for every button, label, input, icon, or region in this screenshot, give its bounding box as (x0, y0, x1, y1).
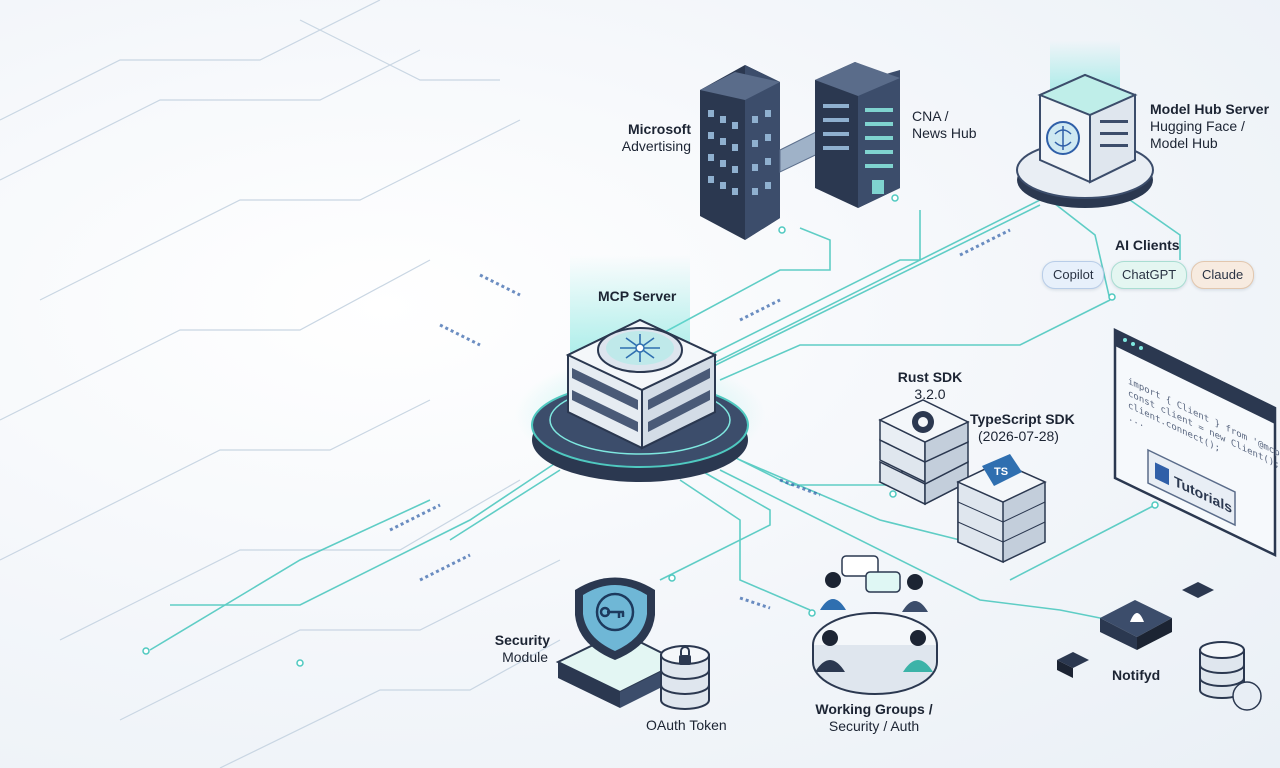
oauth-token-database-icon (660, 645, 710, 710)
working-groups-subtitle: Security / Auth (828, 718, 920, 734)
model-hub-server-icon (1016, 40, 1154, 208)
ts-badge-text: TS (994, 466, 1008, 478)
news-hub-label: News Hub (912, 125, 977, 141)
claude-client-pill[interactable]: Claude (1191, 261, 1255, 289)
chatgpt-client-pill[interactable]: ChatGPT (1111, 261, 1188, 289)
oauth-token-label: OAuth Token (646, 717, 727, 733)
code-browser-window: import { Client } from '@mcp/sdk'; const… (1113, 328, 1280, 557)
connection-lines (149, 189, 1181, 651)
person-icon (815, 572, 933, 672)
typescript-logo-icon (982, 454, 1022, 486)
chat-bubble-icon (865, 571, 901, 593)
microsoft-advertising-title: Microsoft (628, 121, 691, 137)
typescript-sdk-stack: TS (956, 454, 1047, 564)
chat-bubble-icon (841, 555, 879, 577)
database-engine-icon (1232, 681, 1262, 711)
book-icon (1155, 462, 1169, 486)
cna-label: CNA / (912, 108, 949, 124)
rust-sdk-stack (878, 399, 970, 506)
model-hub-label: Model Hub (1150, 135, 1218, 151)
notifyd-label: Notifyd (1112, 667, 1161, 683)
typescript-sdk-title: TypeScript SDK (970, 411, 1075, 427)
hugging-face-label: Hugging Face / (1150, 118, 1245, 134)
working-groups-meeting-icon (812, 555, 938, 695)
copilot-client-pill[interactable]: Copilot (1042, 261, 1105, 289)
rust-sdk-title: Rust SDK (897, 369, 963, 385)
bell-icon (1130, 613, 1144, 622)
security-module-title: Security (494, 632, 550, 648)
lock-icon (679, 655, 691, 665)
mcp-server-title: MCP Server (598, 288, 677, 304)
mcp-server-icon (515, 255, 765, 482)
model-hub-server-title: Model Hub Server (1150, 101, 1270, 117)
security-module-subtitle: Module (502, 649, 548, 665)
key-icon (595, 592, 635, 632)
working-groups-title: Working Groups / (815, 701, 933, 717)
ai-clients-title: AI Clients (1115, 237, 1180, 253)
microsoft-advertising-building (700, 65, 780, 240)
tutorials-button[interactable] (1147, 448, 1236, 527)
notifyd-node-icon (1057, 582, 1262, 711)
typescript-sdk-date: (2026-07-28) (978, 428, 1059, 444)
cna-news-hub-building (815, 62, 900, 208)
data-flow-markers (389, 228, 1011, 610)
microsoft-advertising-subtitle: Advertising (621, 138, 691, 154)
rust-sdk-version: 3.2.0 (914, 386, 946, 402)
